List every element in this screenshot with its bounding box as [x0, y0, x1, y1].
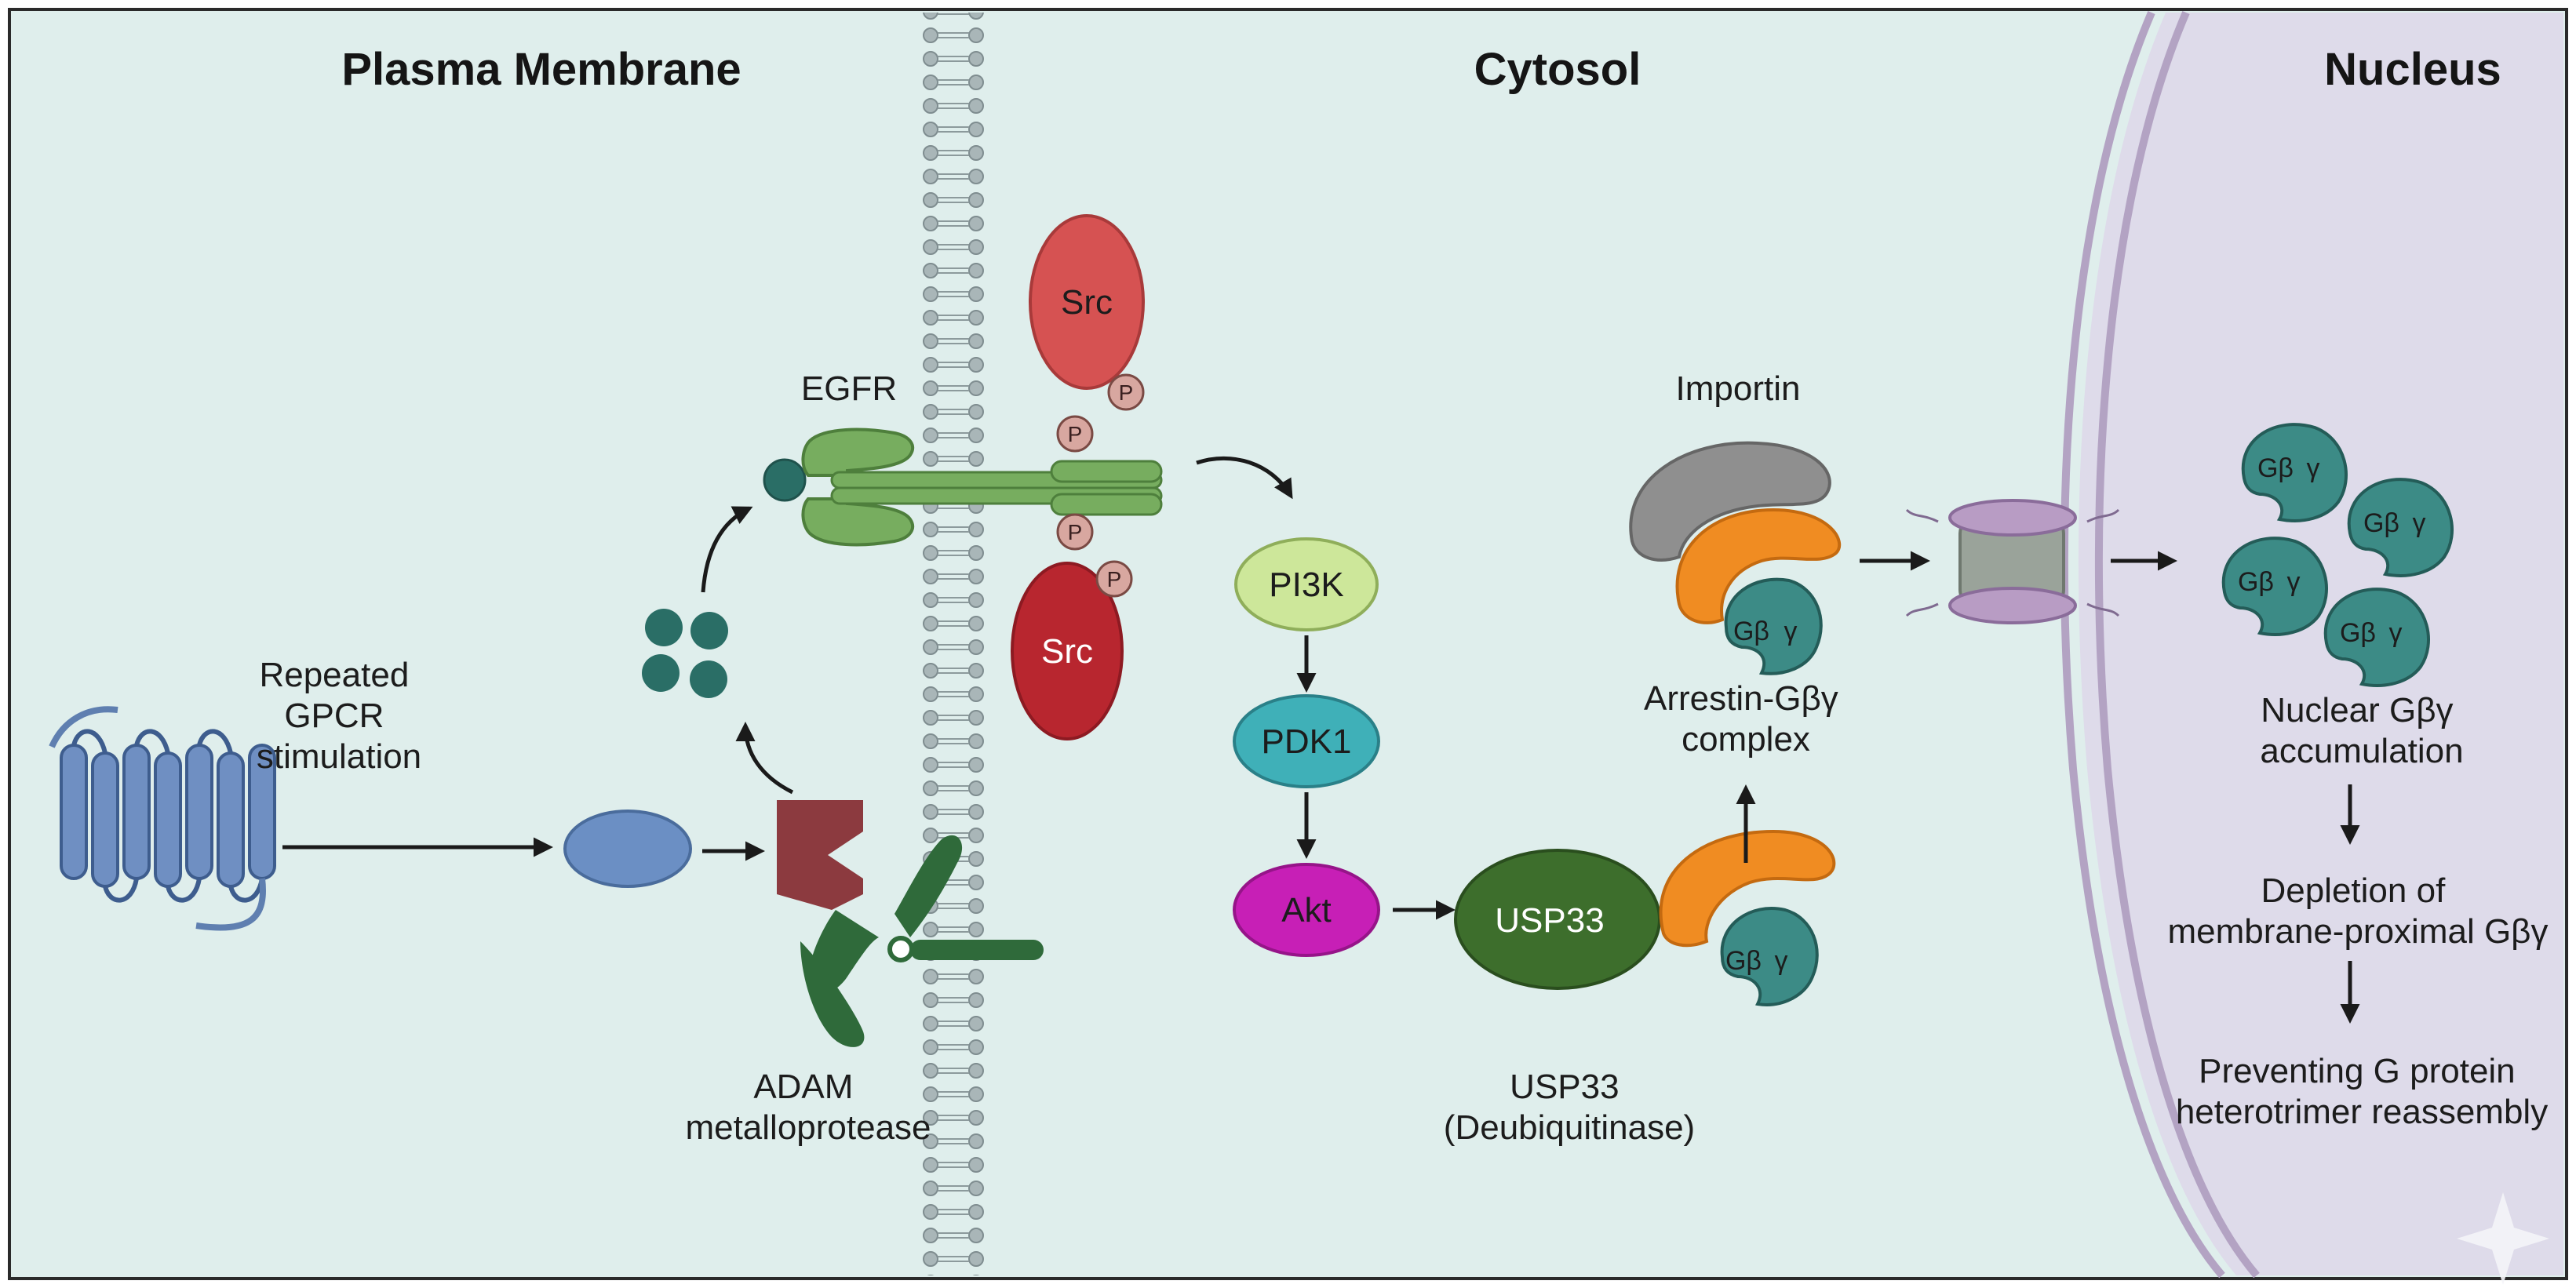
akt-node	[1233, 863, 1380, 957]
depletion-label: Depletion of membrane-proximal Gβγ	[2168, 871, 2549, 951]
pdk1-label: PDK1	[1262, 722, 1352, 761]
phospho-label: P	[1119, 380, 1134, 405]
src-kinase-bottom	[1011, 562, 1124, 740]
gg-label: γ	[1784, 617, 1798, 646]
phospho-badge	[1107, 373, 1145, 411]
plasma-membrane	[923, 13, 984, 1275]
gb-label: Gβ	[1733, 617, 1769, 646]
gg-label: γ	[2307, 453, 2320, 483]
gbg-complex	[2323, 588, 2430, 687]
nuclear-accumulation-label: Nuclear Gβγ accumulation	[2260, 691, 2463, 770]
region-title-nucleus: Nucleus	[2324, 44, 2501, 95]
gb-label: Gβ	[2363, 508, 2399, 538]
nuclear-envelope-inner	[2094, 11, 2260, 1279]
bound-ligand	[763, 458, 807, 502]
phospho-badge	[1056, 415, 1094, 453]
arrow-ligands-to-egfr	[701, 506, 753, 593]
adam-label: ADAM metalloprotease	[685, 1068, 931, 1147]
ligand	[642, 654, 680, 692]
arrestin-shape	[1659, 829, 1836, 948]
pi3k-node	[1234, 537, 1379, 631]
gbg-complex	[2241, 423, 2348, 522]
gbg-complex	[2221, 537, 2328, 636]
region-title-plasma-membrane: Plasma Membrane	[341, 44, 741, 95]
egfr-receptor	[801, 428, 1163, 547]
sparkle-icon	[2457, 1192, 2549, 1285]
arrestin-shape	[1675, 508, 1842, 624]
region-title-cytosol: Cytosol	[1474, 44, 1641, 95]
gbg-complex	[1724, 577, 1823, 675]
egfr-label: EGFR	[801, 369, 897, 408]
arrow-adam-to-ligands	[735, 722, 794, 795]
phospho-badge	[1095, 560, 1133, 598]
ligand	[690, 660, 727, 698]
pdk1-node	[1233, 694, 1380, 788]
src-label-bottom: Src	[1041, 632, 1093, 671]
gb-label: Gβ	[2340, 618, 2376, 648]
gg-label: γ	[2287, 567, 2301, 597]
arrestin-complex-label: Arrestin-Gβγ complex	[1644, 679, 1848, 759]
gb-label: Gβ	[1725, 946, 1762, 976]
gg-label: γ	[1775, 946, 1788, 976]
pi3k-label: PI3K	[1269, 566, 1343, 604]
adam-active-site	[777, 800, 863, 910]
nucleus-region	[2078, 13, 2563, 1275]
preventing-label: Preventing G protein heterotrimer reasse…	[2176, 1052, 2548, 1131]
arrow-egfr-to-pi3k	[1196, 456, 1293, 500]
adam-metalloprotease	[800, 835, 1044, 1047]
gb-label: Gβ	[2257, 453, 2294, 483]
importin-label: Importin	[1676, 369, 1801, 408]
src-label-top: Src	[1061, 283, 1113, 322]
phospho-label: P	[1107, 567, 1122, 591]
akt-label: Akt	[1281, 891, 1332, 930]
gpcr-label: Repeated GPCR stimulation	[257, 656, 421, 776]
gbg-complex	[1720, 907, 1819, 1006]
gg-label: γ	[2389, 618, 2403, 648]
gb-label: Gβ	[2238, 567, 2274, 597]
ligand	[690, 612, 728, 649]
phospho-badge	[1056, 513, 1094, 551]
src-kinase-top	[1029, 214, 1145, 390]
gbg-complex	[2347, 478, 2454, 577]
ligand	[645, 609, 683, 646]
phospho-label: P	[1068, 422, 1083, 446]
effector-node	[563, 810, 692, 888]
nuclear-gbg-cluster: Gβ γ Gβ γ Gβ γ Gβ γ	[2221, 423, 2454, 687]
usp33-label: USP33 (Deubiquitinase)	[1444, 1068, 1695, 1147]
usp33-node-label: USP33	[1495, 901, 1604, 940]
importin-shape	[1629, 441, 1831, 562]
gg-label: γ	[2413, 508, 2426, 538]
gpcr-receptor	[49, 706, 276, 931]
nuclear-envelope-outer	[2060, 11, 2225, 1279]
nuclear-pore	[1905, 499, 2120, 624]
phospho-label: P	[1068, 520, 1083, 544]
